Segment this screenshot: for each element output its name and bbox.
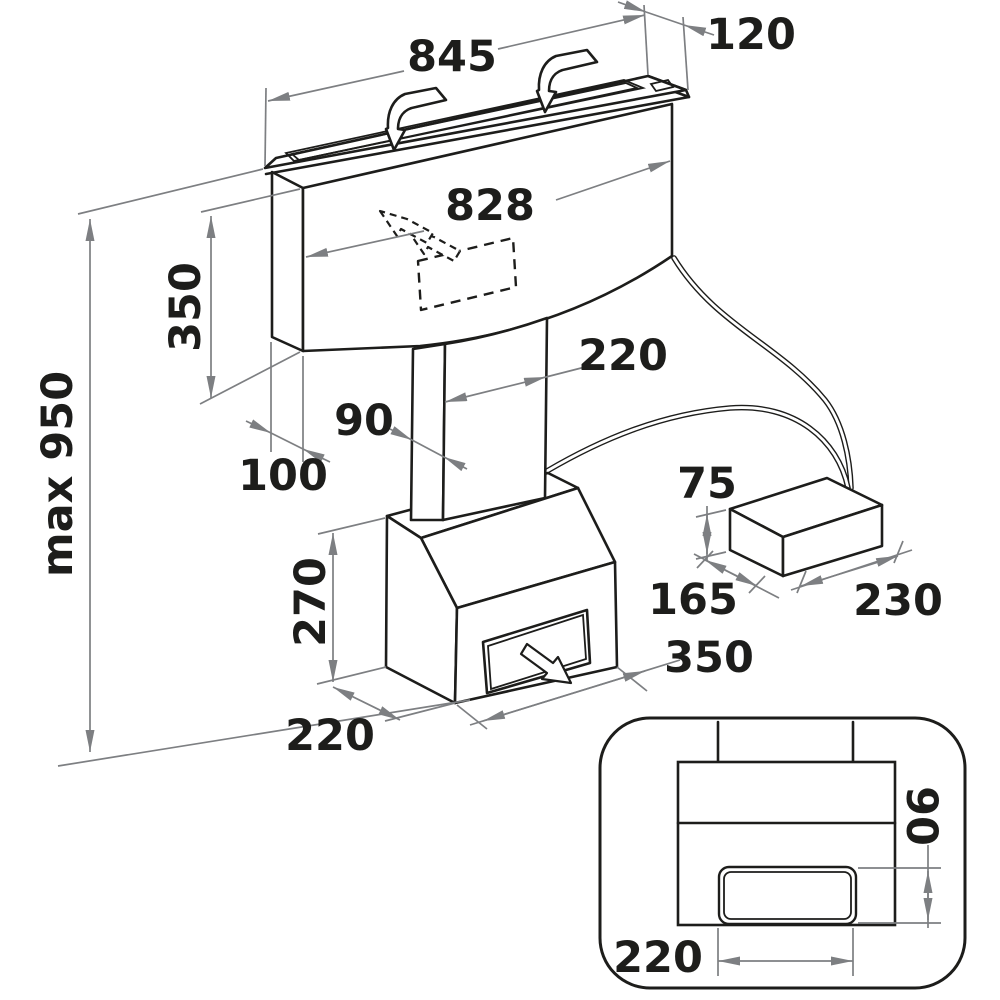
label-220-inset: 220 [613, 933, 703, 983]
intake-cutout-dashed-rect [416, 236, 518, 312]
inset-outlet-inner [723, 871, 852, 920]
top-panel [263, 48, 691, 176]
dim-350-base [456, 659, 681, 730]
label-90-duct: 90 [334, 396, 394, 446]
duct-left-face [409, 342, 447, 522]
dim-220-inset [717, 928, 854, 976]
label-165: 165 [648, 575, 738, 625]
dim-90-inset [858, 845, 941, 928]
dim-350-height [199, 188, 301, 405]
fold-down-arrow-left-icon [384, 86, 448, 152]
cable-1-inner [672, 256, 853, 490]
intake-arrow-icon [378, 209, 435, 245]
front-panel-left-face [270, 170, 305, 353]
label-845: 845 [407, 32, 497, 82]
label-max-950: max 950 [33, 371, 83, 577]
duct [409, 316, 549, 522]
control-badge [649, 78, 675, 93]
label-100: 100 [238, 451, 328, 501]
duct-front-face [441, 316, 549, 522]
label-220-base: 220 [285, 711, 375, 761]
dim-845 [264, 4, 649, 167]
dim-max-950 [57, 168, 471, 767]
hood-front-panel [270, 102, 674, 353]
dimension-lines [57, 0, 913, 767]
dimension-labels: 845 120 828 350 max 950 100 90 220 270 2… [33, 10, 943, 761]
front-panel-face [301, 102, 674, 353]
power-cables [544, 255, 854, 491]
cable-2-inner [545, 406, 850, 490]
label-230: 230 [853, 576, 943, 626]
label-350-height: 350 [161, 262, 211, 352]
label-828: 828 [445, 181, 535, 231]
dim-120 [617, 0, 715, 91]
detail-inset: 90 220 [598, 716, 967, 990]
dim-220-duct [444, 364, 594, 403]
label-120: 120 [706, 10, 796, 60]
label-90-inset: 90 [896, 786, 946, 846]
label-75: 75 [677, 459, 737, 509]
dim-828 [305, 160, 671, 258]
label-220-duct: 220 [578, 331, 668, 381]
label-270: 270 [286, 557, 336, 647]
control-box [728, 476, 884, 578]
fold-down-arrow-right-icon [535, 48, 599, 114]
label-350-base: 350 [664, 633, 754, 683]
dim-220-base [332, 686, 456, 722]
dim-90-duct [389, 426, 468, 472]
top-slot-inner [290, 82, 640, 161]
dim-230 [790, 540, 913, 594]
dim-270 [316, 517, 387, 685]
dim-100 [245, 342, 331, 463]
top-panel-underside-edge [264, 95, 691, 176]
inset-outlet-outer [717, 865, 858, 926]
dim-165 [693, 550, 780, 599]
